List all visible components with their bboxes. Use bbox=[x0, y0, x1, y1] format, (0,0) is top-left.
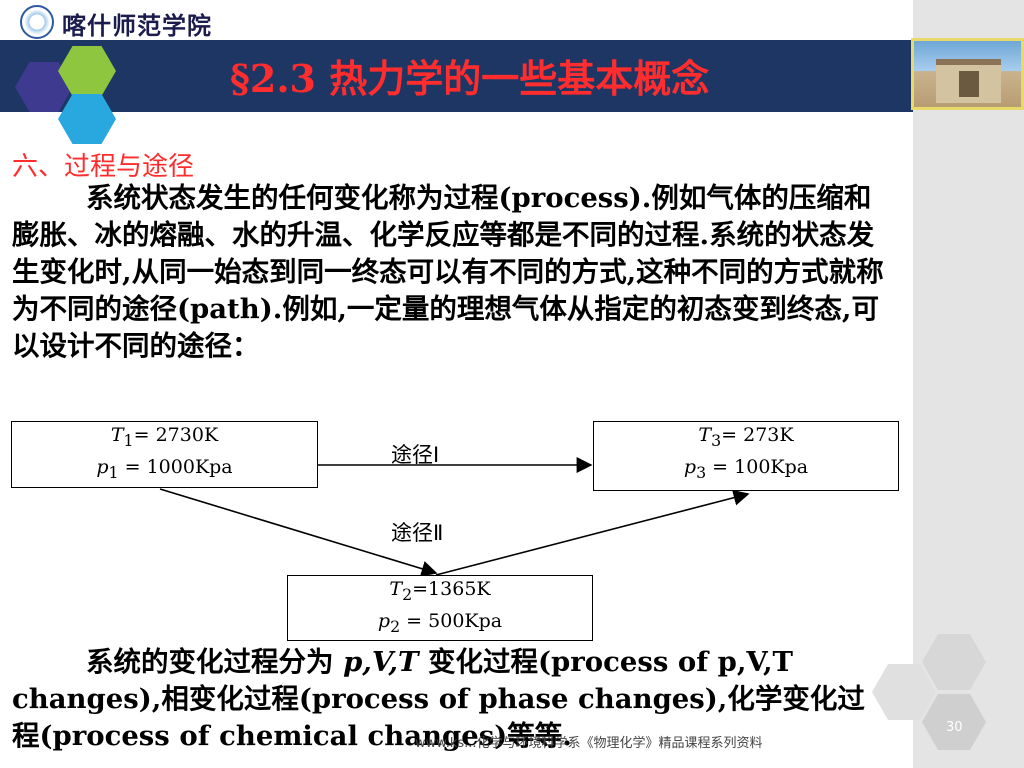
t-value: = 273K bbox=[721, 424, 794, 446]
p-symbol: p bbox=[683, 455, 697, 478]
path2-label: 途径Ⅱ bbox=[391, 521, 444, 545]
t-symbol: T bbox=[389, 578, 403, 600]
title-bar bbox=[0, 40, 913, 112]
p-value: = 100Kpa bbox=[706, 455, 809, 478]
slide-title: §2.3 热力学的一些基本概念 bbox=[230, 56, 710, 101]
pvt-variables: p,V,T bbox=[343, 646, 419, 678]
paragraph-text: 变化过程(process of p,V,T changes),相变化过程(pro… bbox=[12, 646, 865, 752]
paragraph-process-definition: 系统状态发生的任何变化称为过程(process).例如气体的压缩和膨胀、冰的熔融… bbox=[12, 180, 892, 365]
t-value: = 2730K bbox=[133, 424, 219, 446]
hex-pattern-icon bbox=[922, 694, 986, 750]
p-symbol: p bbox=[96, 455, 109, 478]
state-box-intermediate: T2=1365K p2 = 500Kpa bbox=[287, 575, 593, 641]
paragraph-process-types: 系统的变化过程分为 p,V,T 变化过程(process of p,V,T ch… bbox=[12, 644, 892, 755]
school-logo-icon bbox=[20, 5, 54, 39]
t-subscript: 3 bbox=[711, 430, 722, 450]
school-name: 喀什师范学院 bbox=[62, 11, 212, 40]
path2-arrow-down bbox=[159, 488, 438, 577]
path1-label: 途径Ⅰ bbox=[391, 443, 440, 467]
t-subscript: 1 bbox=[123, 430, 134, 450]
p-symbol: p bbox=[377, 609, 391, 632]
paragraph-text: 系统状态发生的任何变化称为过程(process).例如气体的压缩和膨胀、冰的熔融… bbox=[12, 182, 884, 362]
hex-pattern-icon bbox=[922, 634, 986, 690]
state-box-initial: T1= 2730K p1 = 1000Kpa bbox=[11, 421, 318, 488]
page-number: 30 bbox=[946, 720, 963, 735]
campus-gate-door bbox=[959, 71, 979, 97]
p-subscript: 2 bbox=[390, 616, 401, 636]
p-subscript: 3 bbox=[696, 462, 707, 482]
t-value: =1365K bbox=[412, 578, 491, 600]
p-value: = 500Kpa bbox=[400, 609, 503, 632]
state-box-final: T3= 273K p3 = 100Kpa bbox=[593, 421, 899, 491]
footer-text: www.ks...化学与环境科学系《物理化学》精品课程系列资料 bbox=[415, 736, 763, 751]
campus-photo bbox=[911, 38, 1024, 110]
t-subscript: 2 bbox=[402, 584, 413, 604]
top-strip bbox=[0, 0, 913, 40]
hex-pattern-icon bbox=[872, 664, 936, 720]
section-heading: 六、过程与途径 bbox=[12, 152, 195, 182]
t-symbol: T bbox=[110, 424, 124, 446]
t-symbol: T bbox=[698, 424, 712, 446]
p-value: = 1000Kpa bbox=[118, 455, 233, 478]
path2-arrow-up bbox=[435, 489, 750, 576]
paragraph-text: 系统的变化过程分为 bbox=[86, 646, 344, 678]
p-subscript: 1 bbox=[108, 462, 119, 482]
